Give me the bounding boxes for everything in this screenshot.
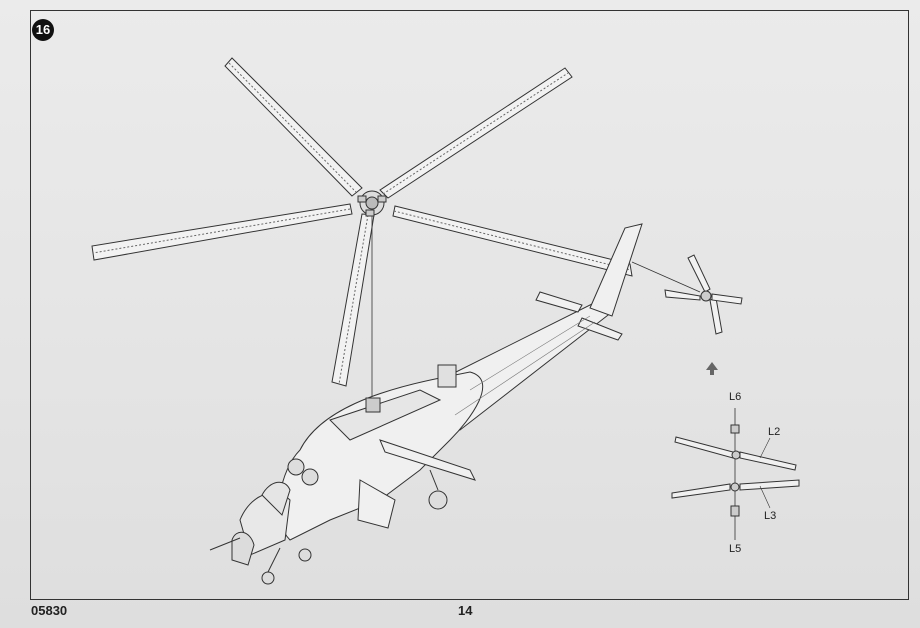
up-arrow-icon — [706, 362, 718, 375]
page-frame — [30, 10, 909, 600]
rotor-blade-right — [392, 205, 633, 277]
rotor-blade-down — [331, 213, 375, 387]
tail-rotor — [664, 254, 743, 335]
rotor-blade-upper-right — [379, 67, 573, 199]
guide-line-tail-rotor — [631, 261, 701, 293]
kit-code: 05830 — [31, 603, 68, 618]
rotor-blade-left — [91, 203, 353, 261]
part-label-l3: L3 — [764, 510, 777, 522]
helicopter-fuselage — [209, 223, 643, 585]
page-number: 14 — [458, 603, 473, 618]
step-number-badge: 16 — [32, 19, 54, 41]
main-rotor — [91, 57, 633, 387]
tail-rotor-detail — [671, 408, 800, 540]
rotor-blade-upper-left — [224, 57, 363, 197]
rotor-hub — [357, 190, 387, 217]
part-label-l5: L5 — [729, 543, 742, 555]
part-label-l6: L6 — [729, 391, 742, 403]
part-label-l2: L2 — [768, 426, 781, 438]
